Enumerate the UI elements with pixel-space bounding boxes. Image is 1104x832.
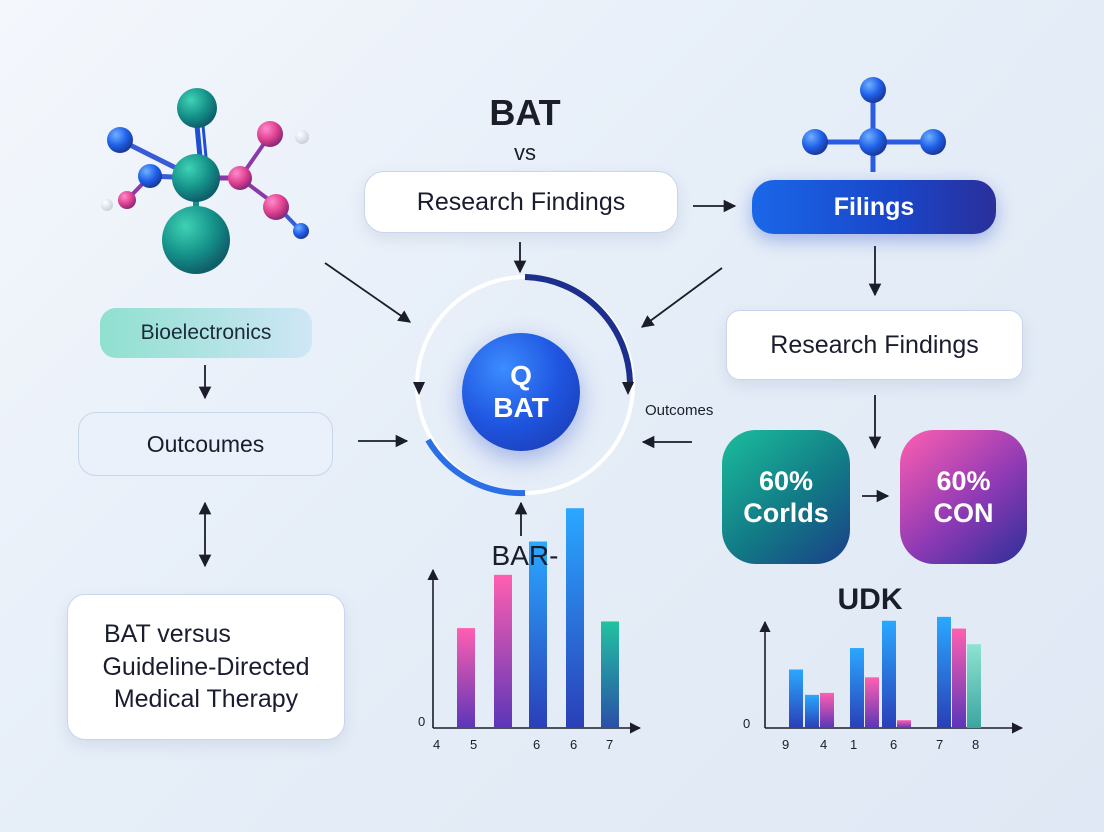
filings-label: Filings <box>833 192 915 221</box>
molecule-left-icon <box>101 88 309 274</box>
chart1-title: BAR- <box>491 540 559 571</box>
chart2-xtick: 6 <box>890 737 898 752</box>
chart2-bar <box>805 694 819 728</box>
outcomes-label: Outcomes <box>645 402 714 419</box>
chart1-bars <box>457 508 619 728</box>
flow-arrows <box>198 199 890 568</box>
chart1-xtick: 6 <box>533 737 541 752</box>
chart1-y-zero: 0 <box>418 714 426 729</box>
chart1-xtick: 7 <box>606 737 614 752</box>
chart2-bar <box>967 644 981 728</box>
chart2-xtick: 7 <box>936 737 944 752</box>
chart2-bar <box>865 677 879 728</box>
vs-label: vs <box>514 140 536 165</box>
arrow-molecule-to-center <box>324 262 412 323</box>
chart1-xtick: 4 <box>433 737 441 752</box>
ring-arrowheads <box>413 382 634 395</box>
pink-stat-value: 60% <box>936 465 991 496</box>
center-line2: BAT <box>493 392 549 423</box>
chart2-bars <box>789 616 981 728</box>
teal-stat-label: Corlds <box>743 498 829 528</box>
research-findings-top-label: Research Findings <box>416 187 626 216</box>
chart2-xtick: 9 <box>782 737 790 752</box>
arrow-right-to-center <box>640 267 723 328</box>
teal-stat-tile: 60% Corlds <box>722 430 850 564</box>
bat-versus-line3: Medical Therapy <box>113 685 299 714</box>
bat-title: BAT <box>489 92 561 133</box>
chart2-xtick: 1 <box>850 737 858 752</box>
chart2-bar <box>820 692 834 728</box>
bat-versus-line2: Guideline-Directed <box>102 652 310 681</box>
chart2-bar <box>789 669 803 728</box>
chart1-bar <box>566 508 584 728</box>
chart1-xtick: 5 <box>470 737 478 752</box>
chart2-bar <box>850 648 864 728</box>
center-line1: Q <box>510 359 532 391</box>
research-findings-right-label: Research Findings <box>770 330 979 359</box>
chart2-title: UDK <box>837 583 903 616</box>
outcoumes-box: Outcoumes <box>78 412 333 476</box>
chart1-bar <box>494 574 512 728</box>
chart2-xtick: 4 <box>820 737 828 752</box>
research-findings-right-box: Research Findings <box>726 310 1023 380</box>
chart2-bar <box>897 720 911 728</box>
bat-versus-line1: BAT versus <box>104 620 231 649</box>
pink-stat-label: CON <box>933 498 994 528</box>
chart2-bar <box>882 620 896 728</box>
molecule-right-icon <box>802 77 946 172</box>
chart1-bar <box>601 621 619 728</box>
chart1-bar <box>529 541 547 728</box>
chart2-y-zero: 0 <box>743 716 751 731</box>
bat-versus-gdmt-box: BAT versus Guideline-Directed Medical Th… <box>67 594 345 740</box>
chart2-bar <box>952 628 966 728</box>
bioelectronics-pill: Bioelectronics <box>100 308 312 358</box>
filings-pill: Filings <box>752 180 996 234</box>
chart2-xtick: 8 <box>972 737 980 752</box>
center-q-bat-circle: Q BAT <box>462 333 580 451</box>
chart2-bar <box>937 616 951 728</box>
chart1-bar <box>457 628 475 728</box>
research-findings-top-box: Research Findings <box>364 171 678 233</box>
chart1-xtick: 6 <box>570 737 578 752</box>
bioelectronics-label: Bioelectronics <box>140 321 272 344</box>
outcoumes-label: Outcoumes <box>146 430 265 457</box>
pink-stat-tile: 60% CON <box>900 430 1027 564</box>
teal-stat-value: 60% <box>758 465 814 496</box>
